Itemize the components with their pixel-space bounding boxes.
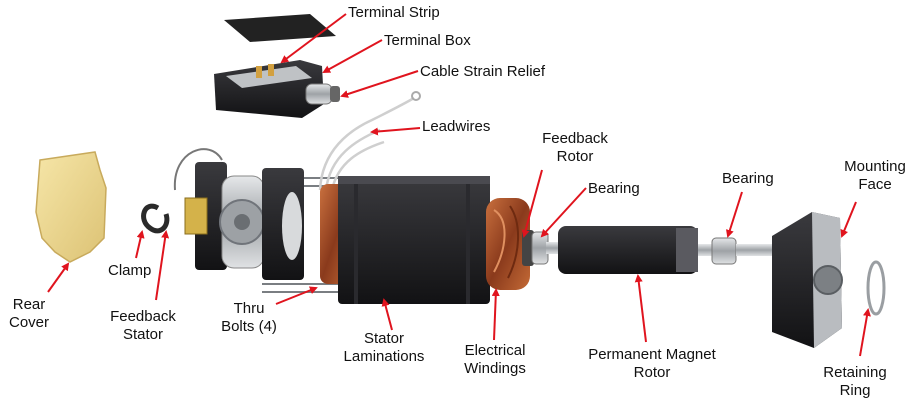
electrical-windings-part — [486, 198, 530, 290]
feedback-stator-part — [184, 162, 265, 270]
label-stator-laminations: Stator Laminations — [334, 330, 434, 366]
label-permanent-magnet-rotor-line2: Rotor — [633, 364, 671, 381]
label-electrical-windings-line1: Electrical — [464, 342, 526, 359]
label-rear-cover-line1: Rear — [12, 296, 46, 313]
bearing-rear-part — [711, 237, 774, 265]
bearing-front-part — [531, 231, 549, 265]
cable-strain-relief-part — [305, 83, 340, 105]
label-rear-cover-line2: Cover — [8, 314, 49, 331]
clamp-part — [141, 203, 170, 234]
label-feedback-rotor: Feedback Rotor — [530, 130, 620, 166]
permanent-magnet-rotor-part — [546, 226, 712, 274]
label-electrical-windings: Electrical Windings — [448, 342, 542, 378]
label-terminal-box: Terminal Box — [384, 32, 471, 49]
label-permanent-magnet-rotor-line1: Permanent Magnet — [588, 346, 716, 363]
label-stator-laminations-line2: Laminations — [343, 348, 425, 365]
label-permanent-magnet-rotor: Permanent Magnet Rotor — [576, 346, 728, 382]
label-mounting-face-line1: Mounting — [844, 158, 906, 175]
label-clamp: Clamp — [108, 262, 152, 279]
label-feedback-rotor-line1: Feedback — [542, 130, 608, 147]
retaining-ring-part — [866, 260, 886, 316]
label-cable-strain-relief: Cable Strain Relief — [420, 63, 546, 80]
label-feedback-stator-line1: Feedback — [110, 308, 176, 325]
label-mounting-face-line2: Face — [858, 176, 892, 193]
terminal-box-part — [214, 60, 324, 118]
stator-laminations-part — [338, 176, 490, 304]
terminal-strip-part — [224, 14, 336, 42]
label-feedback-stator: Feedback Stator — [98, 308, 188, 344]
label-retaining-ring: Retaining Ring — [810, 364, 900, 400]
label-bearing-rear: Bearing — [722, 170, 774, 187]
label-feedback-stator-line2: Stator — [122, 326, 164, 343]
label-electrical-windings-line2: Windings — [464, 360, 526, 377]
label-stator-laminations-line1: Stator — [363, 330, 405, 347]
label-leadwires: Leadwires — [422, 118, 491, 135]
label-feedback-rotor-line2: Rotor — [556, 148, 594, 165]
leader-arrows — [47, 13, 871, 357]
label-mounting-face: Mounting Face — [832, 158, 918, 194]
label-thru-bolts: Thru Bolts (4) — [214, 300, 284, 336]
mounting-face-part — [772, 212, 843, 348]
label-thru-bolts-line1: Thru — [233, 300, 265, 317]
feedback-rotor-part — [522, 230, 534, 266]
label-terminal-strip: Terminal Strip — [348, 4, 440, 21]
label-retaining-ring-line1: Retaining — [823, 364, 887, 381]
label-bearing-front: Bearing — [588, 180, 640, 197]
label-retaining-ring-line2: Ring — [839, 382, 871, 399]
label-rear-cover: Rear Cover — [2, 296, 56, 332]
label-thru-bolts-line2: Bolts (4) — [221, 318, 277, 335]
rear-cover-part — [35, 151, 107, 263]
